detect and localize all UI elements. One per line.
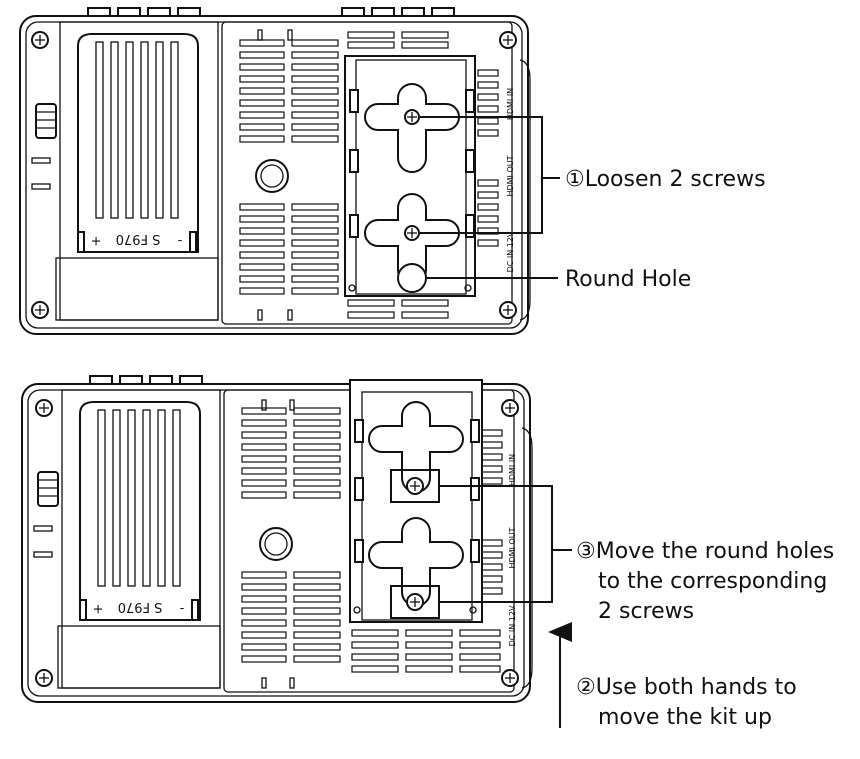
rear-panel — [221, 21, 513, 325]
corner-screw-icon — [499, 31, 517, 49]
battery-plate — [79, 401, 201, 621]
screw-icon — [404, 109, 420, 125]
battery-model-label: S F970 — [116, 231, 161, 246]
port-label-dc-in: DC IN 12V — [506, 231, 515, 272]
screw-icon — [406, 593, 424, 611]
monitor-top-view: S F970 + - — [19, 7, 560, 335]
corner-screw-icon — [35, 399, 53, 417]
cross-slot-icon — [368, 401, 464, 493]
battery-minus-label: - — [179, 601, 184, 616]
port-label-hdmi-in: HDMI IN — [508, 454, 517, 486]
corner-screw-icon — [31, 31, 49, 49]
screw-icon — [404, 225, 420, 241]
callout-use-hands-line1: ②Use both hands to — [576, 675, 797, 700]
cross-slot-icon — [368, 517, 464, 607]
battery-model-label: S F970 — [118, 599, 163, 614]
callout-use-hands-line2: move the kit up — [598, 705, 772, 730]
battery-minus-label: - — [177, 233, 182, 248]
monitor-bottom-view: S F970 + - — [21, 375, 572, 728]
corner-screw-icon — [499, 301, 517, 319]
corner-screw-icon — [35, 669, 53, 687]
side-knob — [37, 471, 59, 507]
side-knob — [35, 103, 57, 139]
cross-slot-icon — [364, 83, 460, 173]
corner-screw-icon — [501, 399, 519, 417]
top-buttons — [87, 7, 455, 19]
corner-screw-icon — [31, 301, 49, 319]
callout-round-hole: Round Hole — [565, 267, 691, 292]
screw-icon — [406, 477, 424, 495]
port-label-hdmi-out: HDMI OUT — [508, 527, 517, 568]
corner-screw-icon — [501, 669, 519, 687]
callout-move-holes-line1: ③Move the round holes — [576, 539, 834, 564]
callout-loosen-screws: ①Loosen 2 screws — [565, 167, 766, 192]
port-label-hdmi-in: HDMI IN — [506, 88, 515, 120]
port-label-dc-in: DC IN 12V — [508, 605, 517, 646]
battery-plate — [77, 33, 199, 253]
round-hole — [397, 263, 427, 293]
screws-callout-line — [420, 116, 543, 234]
callout-move-holes-line3: 2 screws — [598, 599, 694, 624]
port-label-hdmi-out: HDMI OUT — [506, 155, 515, 196]
battery-plus-label: + — [93, 601, 104, 616]
callout-move-holes-line2: to the corresponding — [598, 569, 827, 594]
battery-plus-label: + — [91, 233, 102, 248]
move-callout-line — [439, 485, 553, 603]
